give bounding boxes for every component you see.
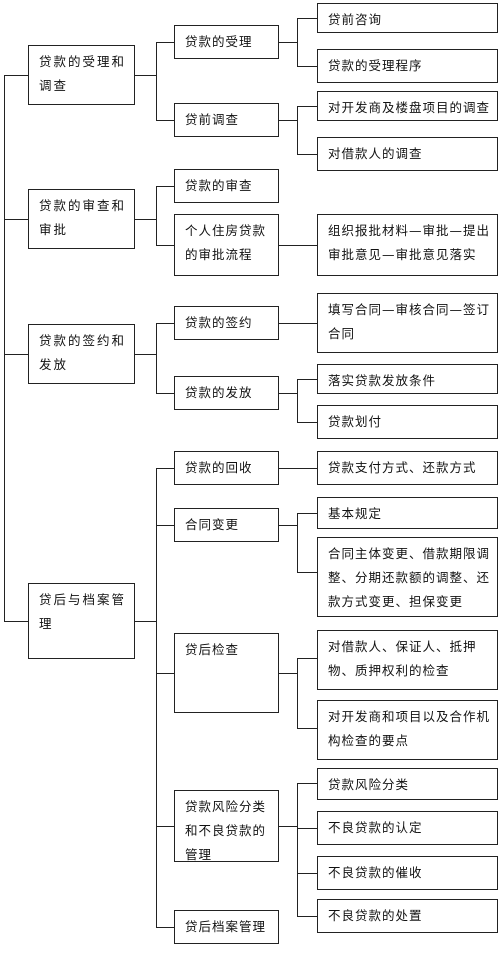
branch-line [135, 219, 156, 221]
branch-line [297, 513, 299, 572]
branch-line [279, 673, 297, 675]
branch-line [156, 186, 158, 245]
branch-line [297, 828, 317, 830]
item-box-risk-classification: 贷款风险分类 [317, 768, 498, 800]
section-box-post-loan-archives: 贷后与档案管理 [28, 583, 135, 659]
branch-line [156, 42, 158, 120]
branch-line [297, 572, 317, 574]
step-box-loan-recovery: 贷款的回收 [174, 451, 279, 485]
item-box-basic-rules: 基本规定 [317, 497, 498, 529]
item-box-npl-collection: 不良贷款的催收 [317, 856, 498, 890]
branch-line [156, 468, 174, 470]
branch-line [297, 783, 317, 785]
branch-line [297, 154, 317, 156]
branch-line [297, 379, 317, 381]
branch-line [156, 927, 174, 929]
branch-line [279, 468, 317, 470]
branch-line [156, 42, 174, 44]
item-box-pre-loan-consulting: 贷前咨询 [317, 3, 498, 33]
item-box-contract-change-types: 合同主体变更、借款期限调整、分期还款额的调整、还款方式变更、担保变更 [317, 537, 498, 617]
branch-line [135, 354, 156, 356]
step-box-loan-disbursement: 贷款的发放 [174, 376, 279, 410]
trunk-line [4, 75, 6, 621]
step-box-archive-management: 贷后档案管理 [174, 910, 279, 944]
item-box-npl-disposal: 不良贷款的处置 [317, 899, 498, 933]
branch-line [297, 873, 317, 875]
branch-line [4, 75, 28, 77]
item-box-npl-identification: 不良贷款的认定 [317, 811, 498, 845]
step-box-approval-process: 个人住房贷款的审批流程 [174, 214, 279, 276]
branch-line [297, 658, 317, 660]
branch-line [279, 245, 317, 247]
item-box-approval-steps: 组织报批材料—审批—提出审批意见—审批意见落实 [317, 214, 498, 276]
item-box-borrower-investigation: 对借款人的调查 [317, 137, 498, 171]
item-box-developer-check-points: 对开发商和项目以及合作机构检查的要点 [317, 700, 498, 760]
step-box-risk-classification: 贷款风险分类和不良贷款的管理 [174, 790, 279, 862]
section-box-signing-disbursement: 贷款的签约和发放 [28, 324, 135, 384]
branch-line [297, 18, 299, 66]
step-box-loan-review: 贷款的审查 [174, 169, 279, 203]
branch-line [297, 658, 299, 728]
step-box-post-loan-check: 贷后检查 [174, 633, 279, 713]
branch-line [297, 783, 299, 916]
step-box-loan-signing: 贷款的签约 [174, 306, 279, 340]
branch-line [156, 186, 174, 188]
branch-line [297, 379, 299, 422]
item-box-borrower-collateral-check: 对借款人、保证人、抵押物、质押权利的检查 [317, 630, 498, 690]
branch-line [4, 354, 28, 356]
step-box-pre-loan-investigation: 贷前调查 [174, 103, 279, 137]
branch-line [156, 673, 174, 675]
branch-line [156, 323, 158, 393]
branch-line [156, 468, 158, 927]
item-box-repayment-methods: 贷款支付方式、还款方式 [317, 451, 498, 485]
branch-line [297, 106, 299, 154]
step-box-contract-change: 合同变更 [174, 508, 279, 542]
branch-line [156, 120, 174, 122]
branch-line [156, 245, 174, 247]
branch-line [279, 826, 297, 828]
branch-line [297, 18, 317, 20]
branch-line [279, 42, 297, 44]
branch-line [297, 66, 317, 68]
item-box-acceptance-procedure: 贷款的受理程序 [317, 49, 498, 83]
item-box-disbursement-conditions: 落实贷款发放条件 [317, 364, 498, 394]
item-box-developer-investigation: 对开发商及楼盘项目的调查 [317, 91, 498, 121]
branch-line [279, 393, 297, 395]
branch-line [156, 323, 174, 325]
section-box-acceptance-investigation: 贷款的受理和调查 [28, 45, 135, 105]
branch-line [297, 728, 317, 730]
branch-line [297, 422, 317, 424]
branch-line [297, 513, 317, 515]
item-box-contract-steps: 填写合同—审核合同—签订合同 [317, 293, 498, 353]
branch-line [279, 323, 317, 325]
branch-line [135, 621, 156, 623]
branch-line [297, 916, 317, 918]
branch-line [156, 525, 174, 527]
item-box-loan-transfer: 贷款划付 [317, 405, 498, 439]
branch-line [279, 120, 297, 122]
step-box-loan-acceptance: 贷款的受理 [174, 25, 279, 59]
branch-line [279, 525, 297, 527]
branch-line [156, 393, 174, 395]
branch-line [135, 75, 156, 77]
branch-line [4, 621, 28, 623]
section-box-review-approval: 贷款的审查和审批 [28, 189, 135, 249]
branch-line [297, 106, 317, 108]
branch-line [4, 219, 28, 221]
branch-line [156, 826, 174, 828]
